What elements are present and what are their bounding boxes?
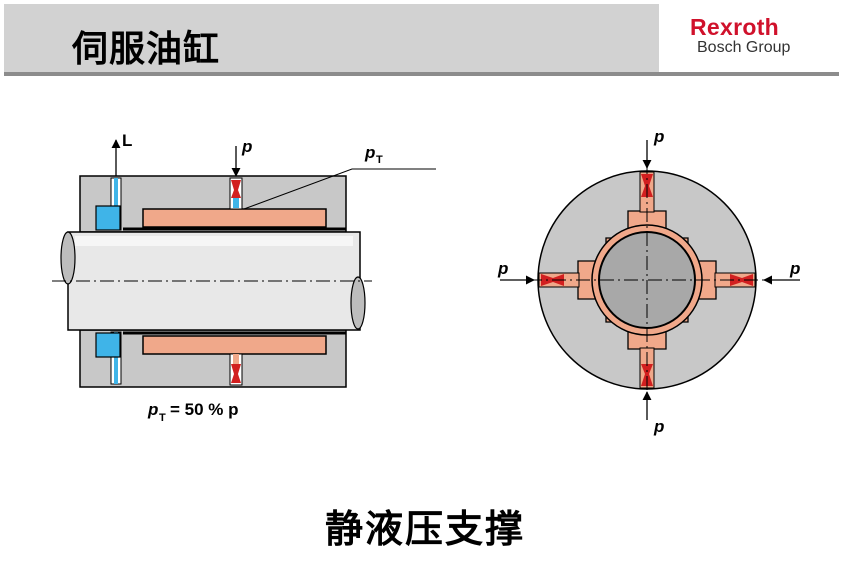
logo-brand: Rexroth xyxy=(690,14,780,40)
orifice-top xyxy=(231,180,241,198)
longitudinal-section: L p p T p T = 50 % p xyxy=(52,131,436,424)
orifice-bottom xyxy=(231,364,241,383)
header-rule xyxy=(4,72,839,76)
hydrostatic-bearing-diagram: L p p T p T = 50 % p p xyxy=(52,127,800,436)
rexroth-logo: Rexroth Bosch Group xyxy=(690,14,830,57)
label-p-supply: p xyxy=(241,137,252,156)
formula-sub: T xyxy=(159,412,166,424)
shaft-end-left xyxy=(60,231,76,285)
header: 伺服油缸 Rexroth Bosch Group xyxy=(0,0,850,80)
pocket-bottom xyxy=(142,335,327,355)
label-p-bottom: p xyxy=(653,417,664,436)
label-p-top: p xyxy=(653,127,664,146)
orifice-s xyxy=(641,364,653,386)
cross-section: p p p p xyxy=(497,127,800,436)
seal-pocket-top xyxy=(95,205,121,231)
label-p-right: p xyxy=(789,259,800,278)
pT-leader-line xyxy=(243,168,436,210)
slide-caption: 静液压支撑 xyxy=(324,506,525,551)
orifice-e xyxy=(730,274,753,286)
slide-title: 伺服油缸 xyxy=(72,29,221,70)
label-pT-sub: T xyxy=(376,154,383,166)
label-p-left: p xyxy=(497,259,508,278)
pocket-top xyxy=(142,208,327,228)
label-pT: p xyxy=(364,143,375,162)
header-band xyxy=(4,4,659,74)
logo-sub: Bosch Group xyxy=(697,39,791,56)
formula-rest: = 50 % p xyxy=(170,400,239,419)
label-L: L xyxy=(122,131,132,150)
shaft-end-right xyxy=(350,276,366,330)
seal-pocket-bottom xyxy=(95,332,121,358)
formula-p: p xyxy=(147,400,158,419)
